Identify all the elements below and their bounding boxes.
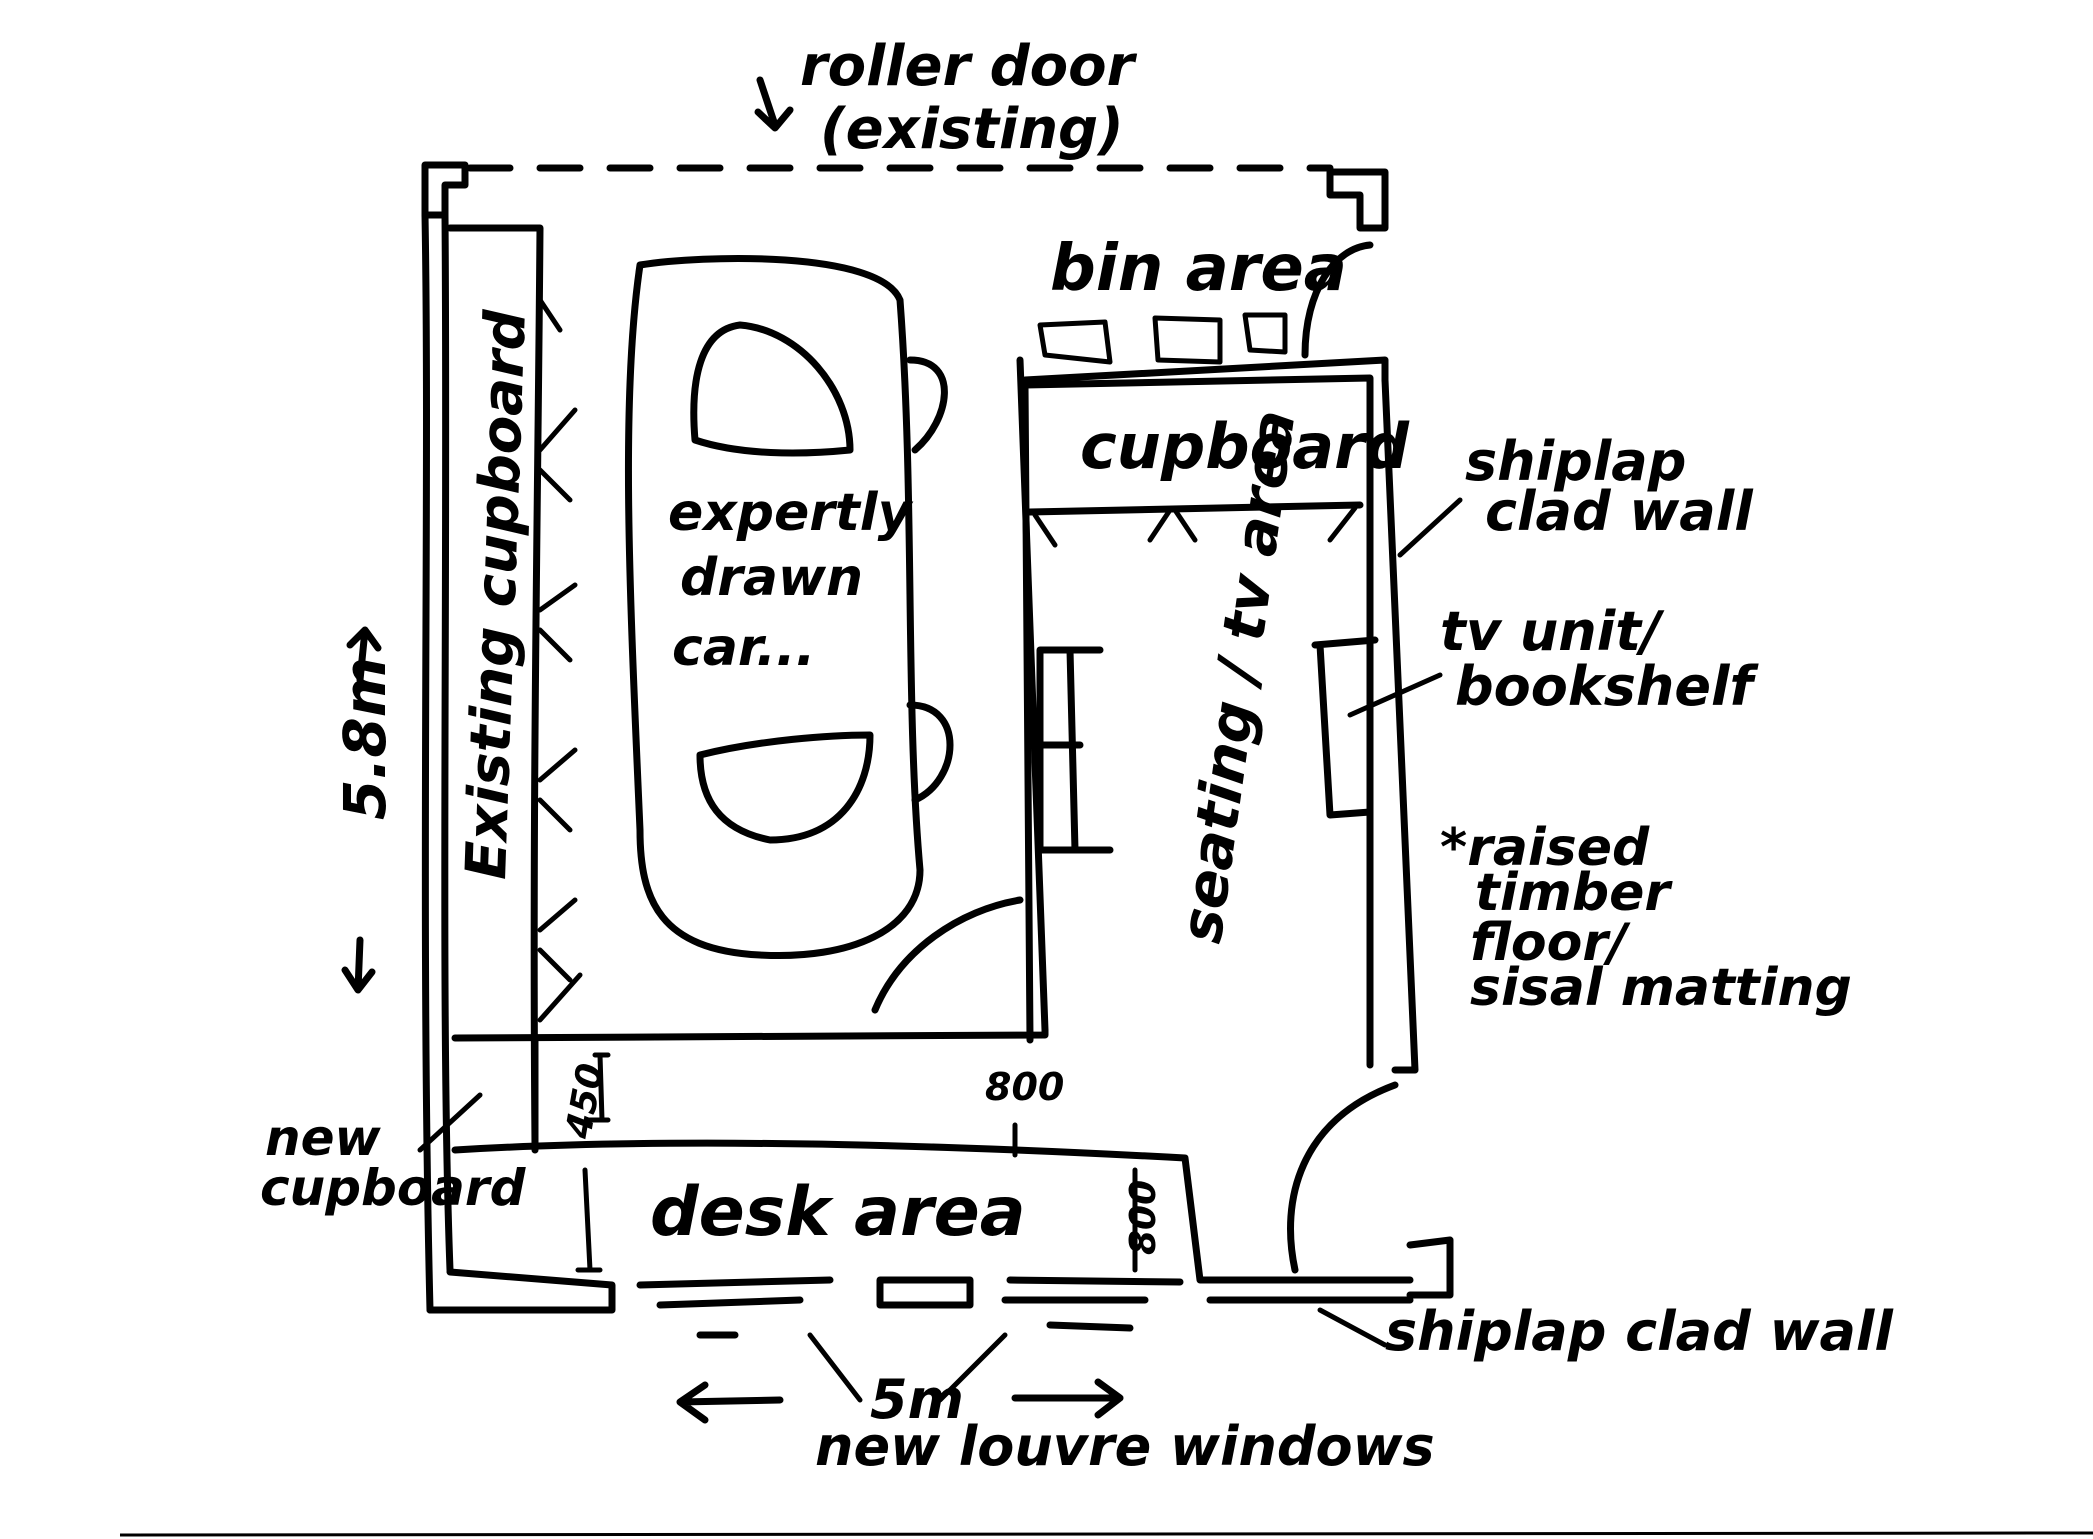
dimension-small-label: 450 (558, 1060, 612, 1142)
dimension-length-label: 5.8m (331, 657, 399, 820)
car-label-line2: drawn (680, 548, 863, 608)
right-room-wall-outer (1381, 376, 1419, 1074)
outer-wall-bottom-left (426, 1268, 616, 1314)
car-windscreen-front (690, 321, 854, 457)
car-body (624, 255, 924, 960)
bin-2 (1152, 315, 1223, 365)
new-cupboard-leader (417, 1092, 483, 1153)
corner-post-top-left (421, 161, 469, 219)
shiplap-bottom-leader (1317, 1307, 1388, 1348)
dimension-small (587, 1052, 611, 1123)
existing-cupboard-outline (446, 224, 544, 1149)
roller-door-arrow (754, 76, 794, 132)
corner-post-top-right (1326, 168, 1389, 232)
car-door-top (906, 356, 948, 454)
louvre-window-bars (636, 1276, 1414, 1339)
tv-unit-label-line2: bookshelf (1455, 655, 1759, 718)
raised-floor-label-line1: *raised (1440, 818, 1650, 878)
roller-door-existing-label: (existing) (820, 97, 1124, 162)
seating-area-label: seating / tv area (1167, 406, 1309, 947)
new-louvre-windows-label: new louvre windows (815, 1415, 1435, 1478)
right-room-wall-top (1021, 356, 1389, 384)
desk-front (451, 1139, 1414, 1284)
right-room-wall-left (1021, 381, 1034, 1044)
new-cupboard-label-line1: new (265, 1109, 382, 1167)
desk-area-label: desk area (650, 1173, 1026, 1252)
existing-cupboard-doors (537, 297, 583, 1023)
car-windscreen-rear (696, 731, 874, 844)
raised-floor-label-line4: sisal matting (1470, 958, 1852, 1018)
car-door-bottom (906, 701, 954, 804)
tv-unit-leader (1347, 672, 1443, 718)
dimension-length-arrow (341, 626, 382, 994)
upper-cupboard-label: cupboard (1080, 410, 1410, 483)
outer-wall-left-inner (441, 211, 454, 1274)
new-cupboard-label-line2: cupboard (260, 1159, 527, 1217)
dimension-800-top-label: 800 (985, 1065, 1064, 1109)
car-bay-line (451, 356, 1049, 1042)
corner-post-bottom-right (1406, 1236, 1454, 1299)
existing-cupboard-label: Existing cupboard (454, 308, 539, 880)
shiplap-bottom-label: shiplap clad wall (1385, 1300, 1894, 1363)
raised-floor-label-line2: timber (1475, 863, 1673, 923)
dimension-width-arrow (676, 1378, 1124, 1424)
tv-unit (1311, 636, 1379, 819)
bin-3 (1242, 312, 1288, 355)
scan-edge-line (119, 1531, 2093, 1537)
dimension-800-right-label: 800 (1123, 1180, 1164, 1255)
shiplap-right-label-line1: shiplap (1465, 430, 1686, 493)
shiplap-right-label-line2: clad wall (1485, 480, 1754, 543)
door-swing-right (1287, 1081, 1399, 1274)
louvre-window-leaders (807, 1332, 1008, 1403)
upper-cupboard-front (1026, 501, 1364, 516)
upper-cupboard-doors (1032, 505, 1358, 548)
door-swing-car-bay (871, 896, 1024, 1014)
dimension-desk-depth (575, 1167, 603, 1273)
seating-bench (1036, 646, 1114, 854)
bin-1 (1037, 319, 1113, 365)
right-room-wall-inner (1021, 374, 1374, 1069)
tv-unit-label-line1: tv unit/ (1440, 600, 1665, 663)
raised-floor-label-line3: floor/ (1470, 913, 1631, 973)
car-label-line3: car... (672, 618, 815, 678)
outer-wall-left (421, 211, 434, 1314)
door-swing-bin (1301, 241, 1374, 359)
car-label-line1: expertly (668, 483, 914, 543)
dimension-width-label: 5m (870, 1368, 964, 1431)
roller-door-label: roller door (800, 34, 1138, 99)
shiplap-right-leader (1397, 497, 1463, 558)
bin-area-label: bin area (1050, 232, 1347, 306)
